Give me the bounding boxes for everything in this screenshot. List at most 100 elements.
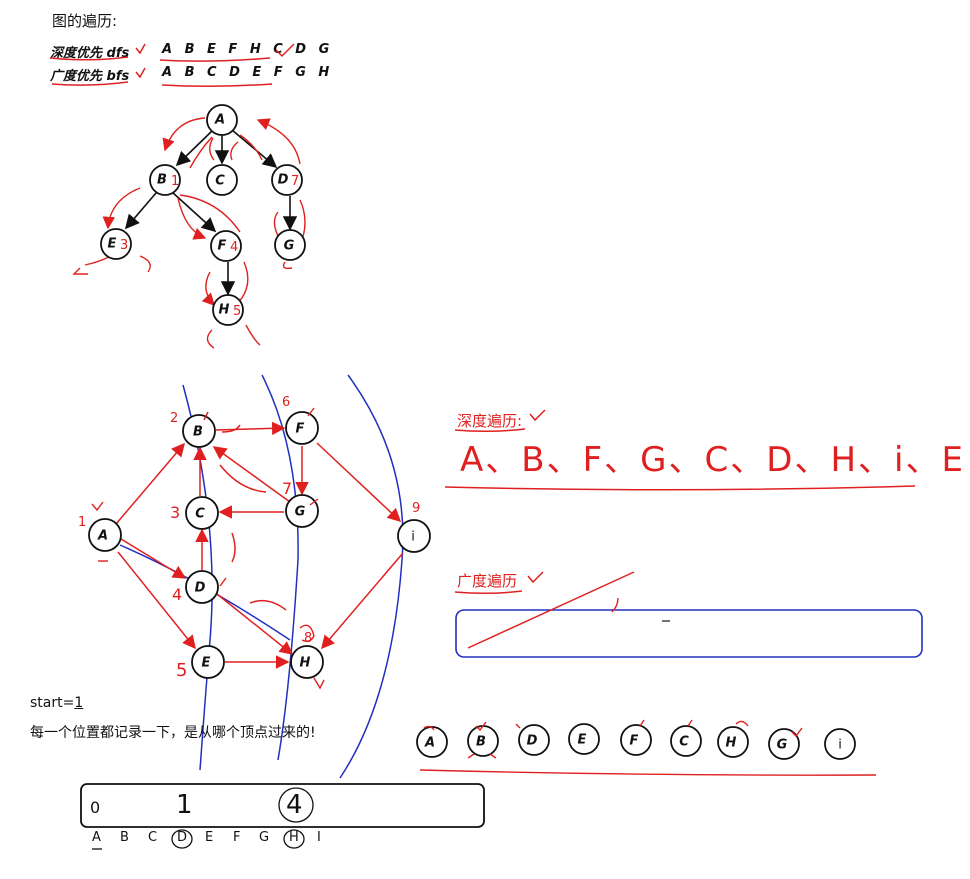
tree-node-g: [274, 229, 306, 261]
tree-node-labels: A B C D E F G H: [108, 113, 295, 318]
bfs-label: 广度优先 bfs: [50, 69, 130, 84]
graph-mark-i: 9: [412, 501, 420, 516]
visit-a: A: [424, 736, 435, 751]
array-header-a: A: [92, 830, 101, 845]
tree-label-f: F: [218, 239, 227, 254]
top-underlines: [49, 43, 295, 88]
array-header-d: D: [177, 830, 188, 845]
graph-label-a: A: [97, 529, 108, 544]
visit-row-marks: [419, 719, 877, 776]
visit-c: C: [679, 735, 689, 750]
graph-nodes: [88, 411, 431, 679]
visit-row-labels: A B D E F C H G i: [424, 733, 842, 753]
parent-value-a: 0: [90, 798, 101, 817]
blue-curves: [119, 374, 404, 779]
start-value: 1: [74, 695, 84, 711]
tree-node-h: [212, 294, 244, 326]
graph-mark-g: 7: [282, 479, 292, 498]
visit-b: B: [476, 735, 486, 750]
array-header-b: B: [120, 830, 129, 845]
tree-node-a: [206, 104, 238, 136]
graph-label-g: G: [295, 505, 306, 520]
graph-node-d: [185, 570, 219, 604]
tree-order-marks: 1 3 4 5 7: [120, 174, 299, 319]
graph-label-c: C: [195, 507, 205, 522]
dfs-seq-item: G: [640, 440, 669, 480]
graph-node-b: [182, 414, 216, 448]
graph-mark-b: 2: [170, 411, 178, 426]
tree-mark-h: 5: [233, 304, 241, 319]
graph-node-a: [88, 518, 122, 552]
tree-mark-e: 3: [120, 238, 128, 253]
bfs-panel-decor: [454, 571, 923, 658]
dfs-seq-item: B: [521, 440, 547, 480]
visit-f: F: [630, 734, 639, 749]
dfs-seq-item: H: [830, 440, 859, 480]
dfs-panel-heading: 深度遍历:: [457, 412, 523, 430]
dfs-label: 深度优先 dfs: [50, 46, 130, 61]
graph-label-d: D: [195, 581, 206, 596]
tree-node-e: [100, 228, 132, 260]
graph-mark-a: 1: [78, 515, 86, 530]
tree-node-b: [149, 164, 181, 196]
tree-mark-b: 1: [171, 174, 179, 189]
graph-mark-d: 4: [172, 585, 182, 604]
array-header-g: G: [259, 830, 270, 845]
array-header-e: E: [205, 830, 214, 845]
dfs-panel-underline: [444, 409, 916, 491]
array-header-c: C: [148, 830, 158, 845]
tree-label-c: C: [215, 174, 225, 189]
bfs-panel-heading: 广度遍历: [457, 572, 518, 590]
dfs-panel-sequence: A、B、F、G、C、D、H、i、E: [460, 440, 965, 480]
tree-nodes: [100, 104, 306, 326]
dfs-seq-item: E: [941, 440, 965, 480]
parent-value-b: 1: [176, 790, 193, 820]
dfs-seq-item: i: [894, 440, 906, 480]
bfs-sequence: A B C D E F G H: [162, 65, 334, 80]
graph-node-c: [185, 496, 219, 530]
graph-label-b: B: [193, 425, 203, 440]
parent-value-h: 4: [286, 790, 303, 820]
graph-label-h: H: [300, 656, 311, 671]
tree-label-b: B: [157, 173, 167, 188]
tree-edges: [124, 129, 298, 296]
tree-label-e: E: [108, 237, 117, 252]
graph-mark-e: 5: [176, 660, 187, 681]
graph-node-h: [290, 645, 324, 679]
dfs-seq-item: F: [582, 440, 605, 480]
visit-i: i: [838, 738, 842, 753]
tree-node-f: [210, 230, 242, 262]
graph-node-i: [397, 519, 431, 553]
graph-tick-marks: [91, 407, 325, 690]
visit-row-circles: [416, 723, 856, 760]
visit-d: D: [527, 734, 538, 749]
visit-e: E: [578, 733, 587, 748]
bfs-answer-box: [455, 609, 923, 658]
start-sentence: 每一个位置都记录一下，是从哪个顶点过来的!: [30, 725, 316, 741]
start-note: start=1: [30, 695, 83, 711]
tree-red-scribbles: [72, 117, 306, 349]
tree-label-h: H: [219, 303, 230, 318]
array-header-i: I: [317, 830, 321, 845]
visit-g: G: [777, 738, 788, 753]
graph-node-labels: B F C G i A D E H: [97, 422, 415, 671]
graph-label-f: F: [296, 422, 305, 437]
tree-label-g: G: [284, 239, 295, 254]
graph-node-e: [191, 645, 225, 679]
tree-mark-f: 4: [230, 240, 238, 255]
graph-mark-h: 8: [304, 631, 312, 646]
graph-node-g: [285, 494, 319, 528]
tree-mark-d: 7: [291, 174, 299, 189]
page-title: 图的遍历:: [52, 12, 118, 30]
array-header-f: F: [233, 830, 241, 845]
dfs-seq-item: A: [460, 440, 486, 480]
graph-edges: [115, 421, 404, 669]
parent-array-box: [80, 783, 485, 828]
tree-label-d: D: [278, 173, 289, 188]
graph-label-e: E: [202, 656, 211, 671]
dfs-seq-item: D: [766, 440, 795, 480]
graph-label-i: i: [411, 530, 415, 545]
dfs-seq-item: C: [704, 440, 731, 480]
graph-mark-c: 3: [170, 503, 180, 522]
